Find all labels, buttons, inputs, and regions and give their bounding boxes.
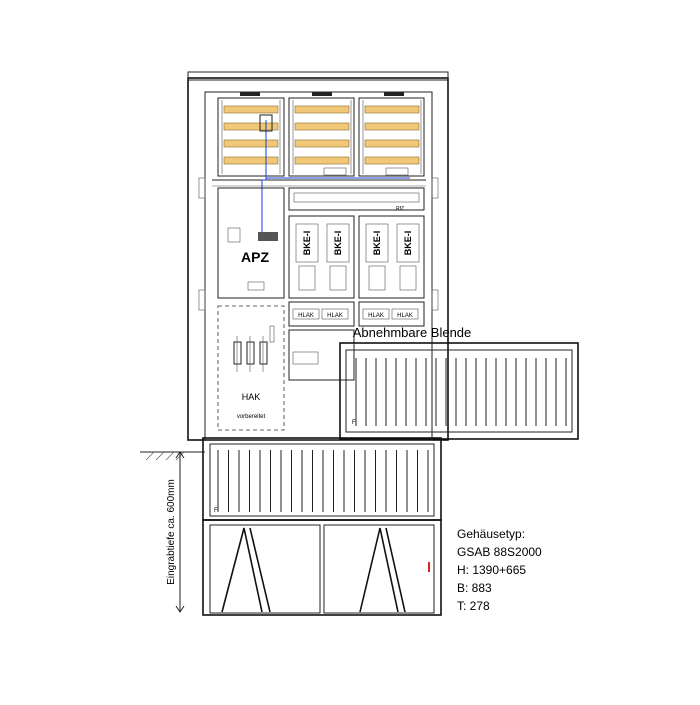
marker	[428, 562, 430, 572]
busbar	[364, 156, 420, 165]
busbar	[364, 122, 420, 131]
lower-panel-left	[288, 329, 355, 381]
foundation-right	[323, 524, 435, 614]
rz-label: RfZ	[396, 206, 404, 212]
bke-base	[368, 265, 386, 291]
foundation-brace-right	[359, 527, 406, 613]
busbar	[364, 105, 420, 114]
apz-component	[227, 227, 241, 243]
spec-depth: T: 278	[457, 599, 490, 613]
bke-base	[329, 265, 347, 291]
busbar-field-3	[358, 97, 425, 177]
terminal-block	[323, 167, 347, 176]
handle	[312, 92, 332, 96]
spec-height: H: 1390+665	[457, 563, 526, 577]
bke-meter	[365, 223, 389, 263]
bke-label: BKE-I	[333, 231, 343, 256]
hlak-group: HLAK HLAK HLAK HLAK	[292, 308, 419, 320]
hak-fuses	[233, 325, 275, 372]
bke-base	[298, 265, 316, 291]
lower-vent-inner	[209, 443, 435, 517]
hlak-box	[292, 308, 320, 320]
bke-base	[399, 265, 417, 291]
hlak-box	[391, 308, 419, 320]
bke-meter	[326, 223, 350, 263]
side-tab	[198, 177, 206, 199]
bke-meter	[396, 223, 420, 263]
f-label-lower: F	[214, 508, 218, 514]
foundation-left	[209, 524, 321, 614]
bke-label: BKE-I	[403, 231, 413, 256]
lower-box	[292, 351, 319, 365]
hlak-label: HLAK	[298, 313, 314, 319]
side-tab	[431, 177, 439, 199]
apz-slot	[247, 281, 265, 291]
spec-title: Gehäusetyp:	[457, 527, 525, 541]
blende-label: Abnehmbare Blende	[353, 325, 472, 340]
hak-sub-label: vorbereitet	[237, 414, 266, 420]
vent-slats-lower	[217, 450, 429, 512]
apz-terminal	[258, 232, 278, 241]
side-tab	[198, 289, 206, 311]
hlak-box	[362, 308, 390, 320]
cabinet-top-cap	[187, 71, 449, 81]
depth-label: Eingrabtiefe ca. 600mm	[166, 479, 177, 585]
rz-rail	[293, 192, 420, 203]
hlak-panel-right	[358, 301, 425, 327]
handle	[240, 92, 260, 96]
busbar	[223, 139, 279, 148]
removable-panel-inner	[345, 349, 573, 433]
depth-arrows	[175, 451, 185, 613]
spec-width: B: 883	[457, 581, 492, 595]
fuse	[233, 341, 242, 365]
busbar	[294, 156, 350, 165]
ground-hatch	[145, 451, 185, 461]
busbar	[294, 122, 350, 131]
bke-label: BKE-I	[372, 231, 382, 256]
hlak-panel-left	[288, 301, 355, 327]
busbar-field-2	[288, 97, 355, 177]
bke-group: BKE-I BKE-I BKE-I BKE-I	[295, 223, 420, 291]
hlak-label: HLAK	[327, 313, 343, 319]
removable-panel	[339, 342, 579, 440]
busbar-field-1	[217, 97, 285, 177]
busbar-section	[217, 97, 425, 177]
apz-panel	[217, 187, 285, 299]
bke-panel-left	[288, 215, 355, 299]
hak-label: HAK	[242, 392, 261, 402]
spec-type: GSAB 88S2000	[457, 545, 542, 559]
bke-panel-right	[358, 215, 425, 299]
hak-frame	[217, 305, 285, 431]
terminal-block	[385, 167, 409, 176]
apz-label: APZ	[241, 249, 269, 265]
rz-strip	[288, 187, 425, 211]
fuse	[259, 341, 268, 365]
busbar	[223, 105, 279, 114]
hlak-label: HLAK	[368, 313, 384, 319]
busbar	[364, 139, 420, 148]
busbar	[294, 105, 350, 114]
fuse-holder	[259, 114, 273, 132]
side-tab	[431, 289, 439, 311]
busbar	[223, 122, 279, 131]
handle	[384, 92, 404, 96]
vent-slats-right	[355, 358, 567, 426]
busbar	[294, 139, 350, 148]
hlak-label: HLAK	[397, 313, 413, 319]
wire	[261, 120, 267, 236]
foundation	[202, 519, 442, 616]
bke-meter	[295, 223, 319, 263]
hlak-box	[321, 308, 349, 320]
bke-label: BKE-I	[302, 231, 312, 256]
busbar	[223, 156, 279, 165]
foundation-brace-left	[221, 527, 271, 613]
fuse	[246, 341, 255, 365]
f-label-right: F	[352, 420, 356, 426]
